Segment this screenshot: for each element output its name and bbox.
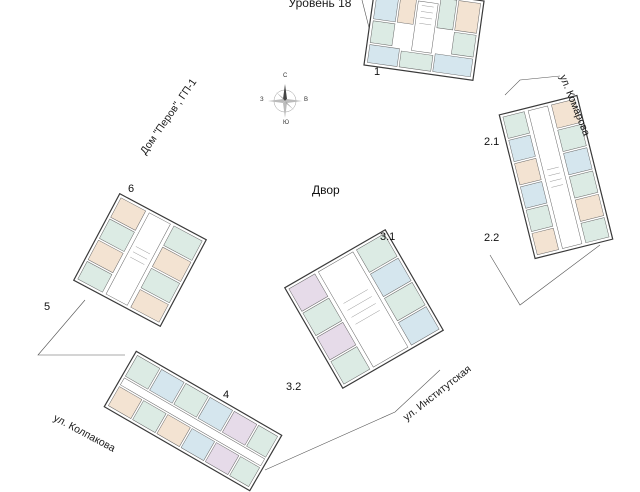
compass-west: З <box>260 97 264 103</box>
section-label-3-2: 3.2 <box>286 381 302 393</box>
building-section-4 <box>103 350 283 492</box>
compass-rose: С Ю З В <box>260 73 309 127</box>
section-label-4: 4 <box>223 389 230 401</box>
compass-north: С <box>283 73 288 79</box>
building-section-1 <box>363 0 485 81</box>
section-label-3-1: 3.1 <box>380 231 396 243</box>
building-section-3-1 <box>283 228 445 390</box>
building-section-2 <box>498 94 614 260</box>
courtyard-label: Двор <box>312 183 340 197</box>
compass-east: В <box>304 97 309 103</box>
section-label-6: 6 <box>128 183 135 195</box>
level-title: Уровень 18 <box>288 0 352 10</box>
section-label-2-1: 2.1 <box>484 136 500 148</box>
compass-icon <box>268 84 302 118</box>
section-label-5: 5 <box>44 301 51 313</box>
compass-south: Ю <box>283 120 290 126</box>
section-label-2-2: 2.2 <box>484 232 500 244</box>
section-label-1: 1 <box>374 66 381 78</box>
building-section-6 <box>72 192 208 328</box>
